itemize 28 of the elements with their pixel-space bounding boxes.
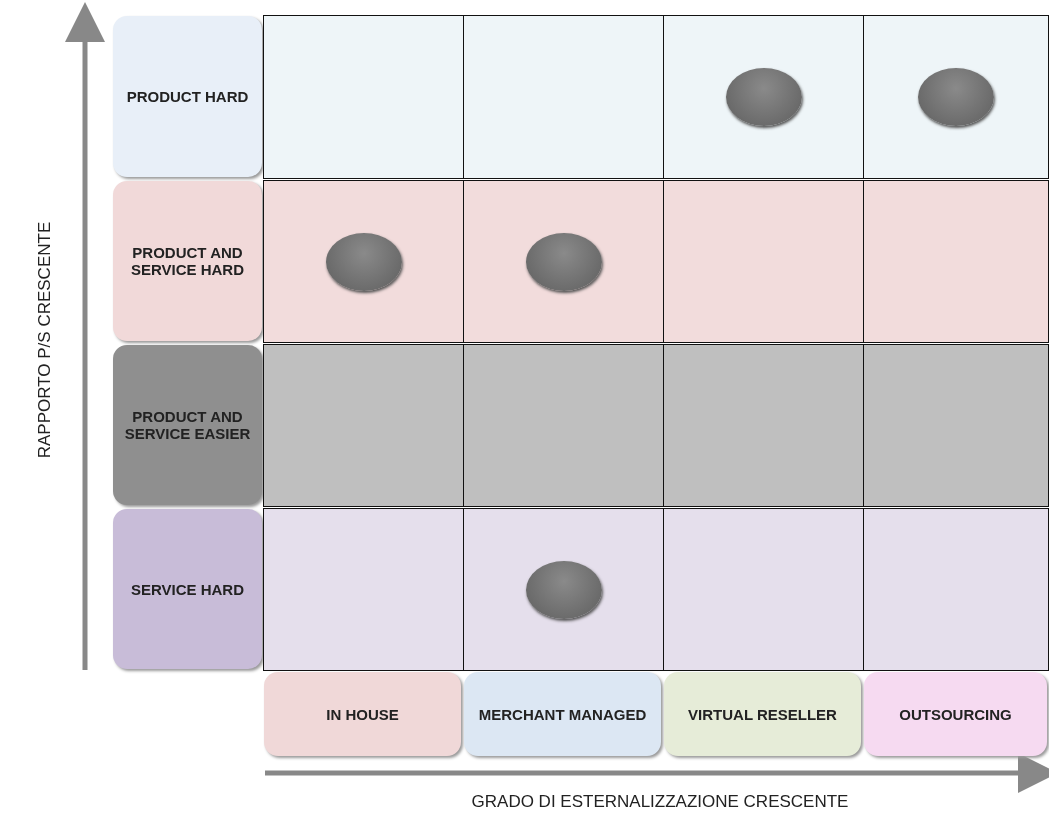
column-header: VIRTUAL RESELLER	[664, 672, 861, 756]
grid-cell	[663, 344, 864, 507]
grid-cell	[863, 344, 1049, 507]
grid-cell	[463, 344, 664, 507]
grid-cell	[263, 15, 464, 179]
grid-cell	[263, 344, 464, 507]
grid-cell	[463, 15, 664, 179]
dot-marker	[918, 68, 994, 126]
dot-marker	[725, 68, 802, 126]
grid-cell	[863, 508, 1049, 671]
axis-title: RAPPORTO P/S CRESCENTE	[35, 221, 55, 459]
grid-cell	[863, 15, 1049, 179]
column-header: OUTSOURCING	[864, 672, 1047, 756]
grid-cell	[863, 180, 1049, 343]
grid-cell	[663, 508, 864, 671]
grid-cell	[463, 508, 664, 671]
row-header: SERVICE HARD	[113, 509, 262, 669]
grid-cell	[663, 15, 864, 179]
grid-cell	[663, 180, 864, 343]
grid-cell	[263, 508, 464, 671]
row-header: PRODUCT HARD	[113, 16, 262, 177]
grid-cell	[463, 180, 664, 343]
axis-title: GRADO DI ESTERNALIZZAZIONE CRESCENTE	[471, 792, 849, 812]
row-header: PRODUCT AND SERVICE EASIER	[113, 345, 262, 505]
row-header: PRODUCT AND SERVICE HARD	[113, 181, 262, 341]
column-header: MERCHANT MANAGED	[464, 672, 661, 756]
grid-cell	[263, 180, 464, 343]
column-header: IN HOUSE	[264, 672, 461, 756]
